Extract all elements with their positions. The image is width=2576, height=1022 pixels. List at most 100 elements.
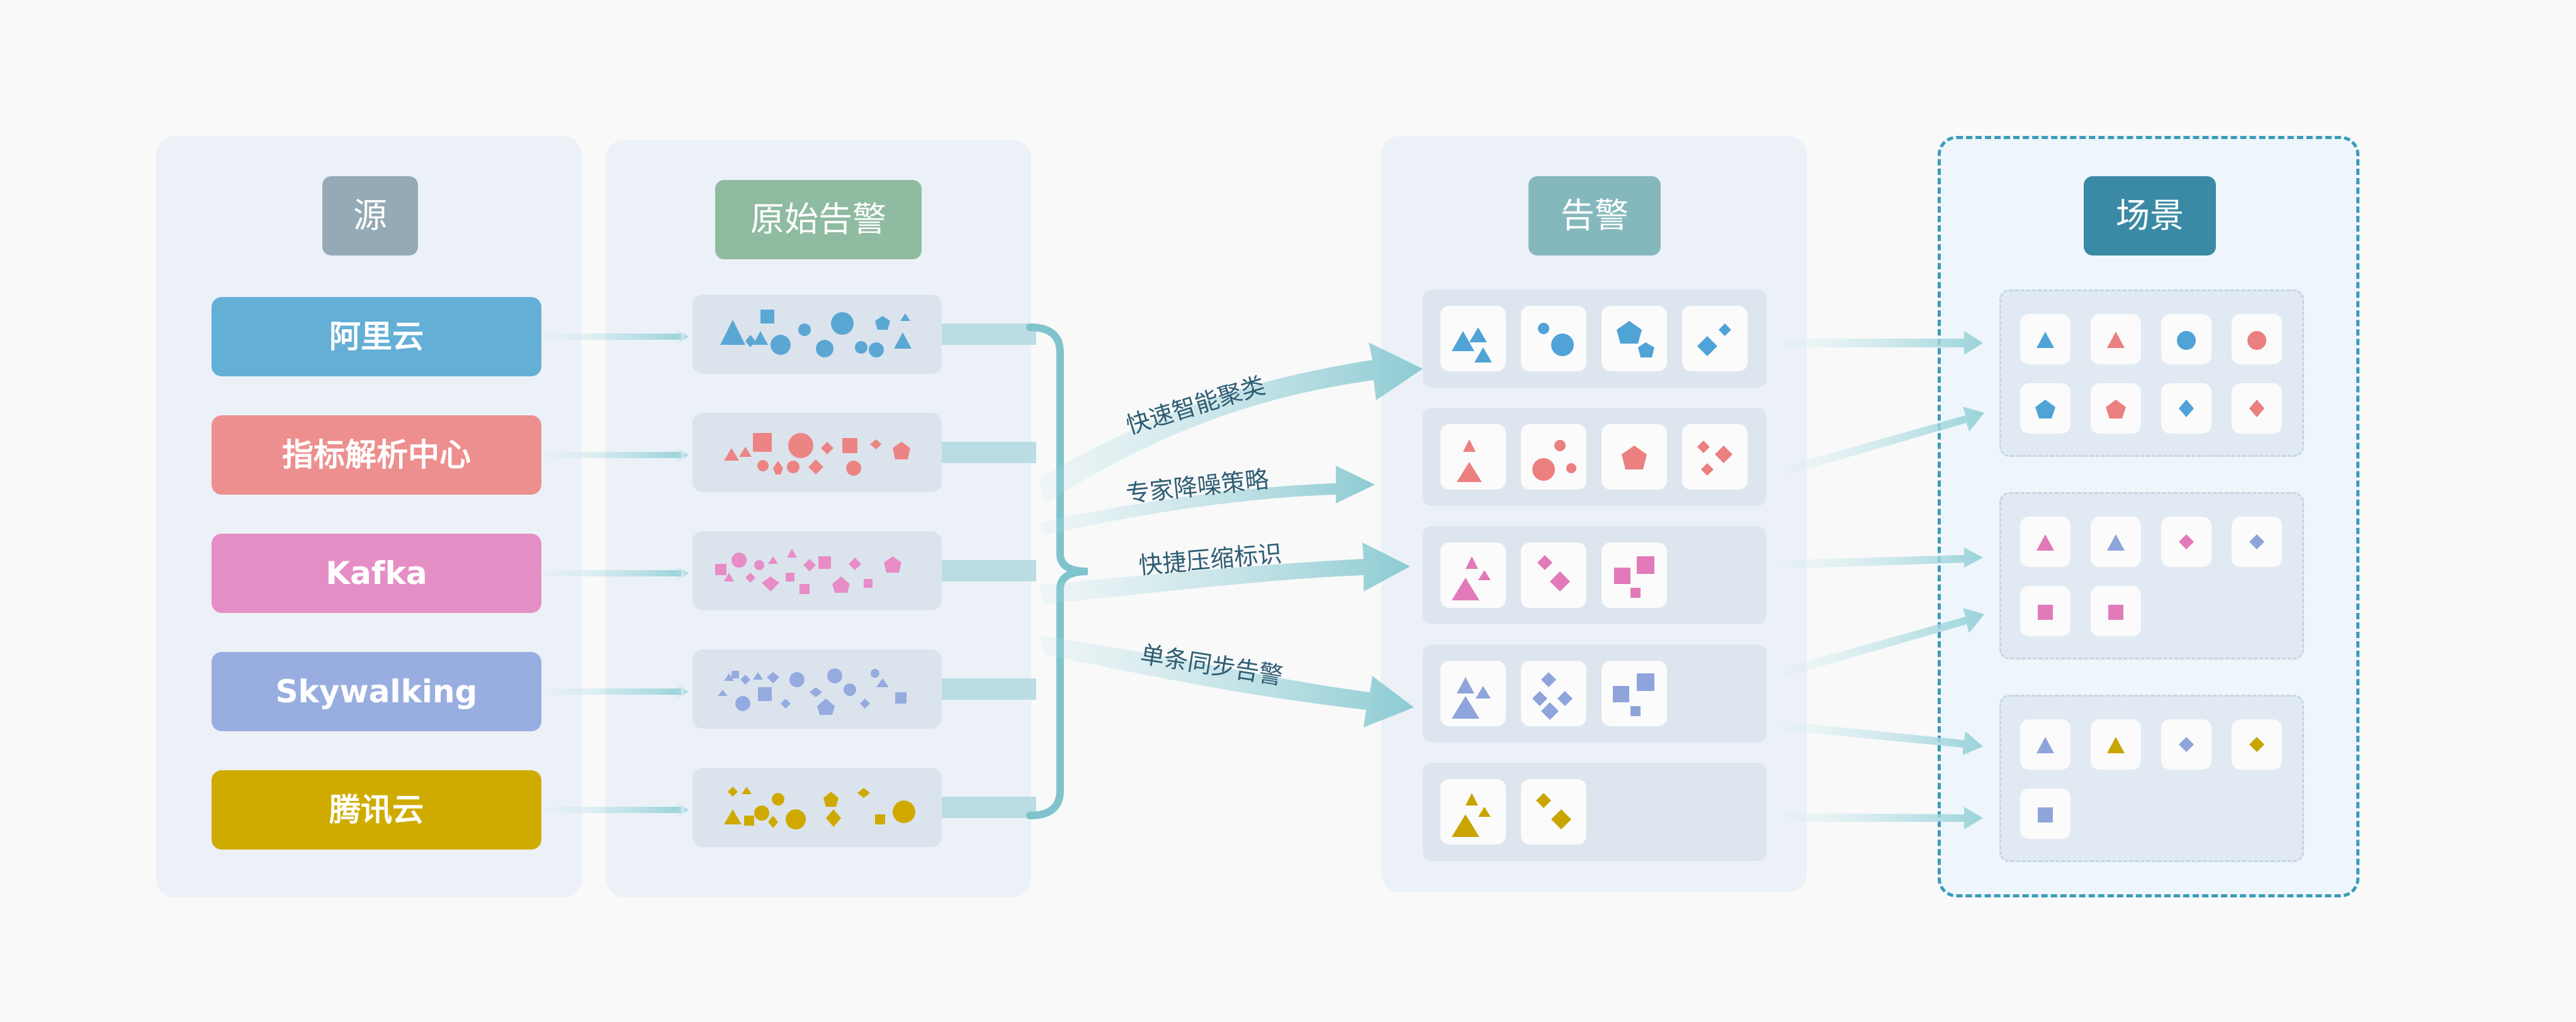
- pentagon-icon: [1622, 446, 1647, 469]
- raw-shapes-skywalking: [718, 668, 907, 715]
- scene-tile: [2091, 586, 2141, 636]
- scene-tile: [2020, 789, 2070, 839]
- alert-row-5: [1423, 763, 1766, 861]
- alert-tile: [1440, 306, 1506, 371]
- scene-tile: [2161, 719, 2212, 770]
- scene-tile: [2232, 517, 2282, 567]
- alert-tile: [1440, 661, 1506, 726]
- alert-row-4: [1423, 644, 1766, 743]
- triangle-icon: [2107, 534, 2125, 551]
- circle-icon: [2247, 331, 2266, 350]
- raw-alerts-skywalking: [692, 649, 942, 729]
- diamond-icon: [1697, 323, 1731, 356]
- square-icon: [2108, 605, 2123, 620]
- pentagon-icon: [2035, 400, 2055, 418]
- square-icon: [2038, 807, 2053, 823]
- raw-alerts-header: 原始告警: [715, 180, 922, 259]
- scene-tile: [2091, 314, 2141, 364]
- scene-group-2: [1999, 492, 2304, 660]
- strategy-label-1: 快速智能聚类: [1123, 371, 1268, 440]
- circle-icon: [1538, 323, 1574, 356]
- alert-tile: [1521, 661, 1586, 726]
- scene-tile: [2091, 517, 2141, 567]
- pentagon-icon: [1617, 321, 1654, 357]
- raw-shapes-tencent: [724, 787, 915, 829]
- alert-tile: [1521, 542, 1586, 608]
- scene-tile: [2020, 314, 2070, 364]
- triangle-icon: [2107, 332, 2125, 348]
- square-icon: [1614, 556, 1654, 598]
- source-header: 源: [322, 176, 418, 256]
- square-icon: [1613, 673, 1654, 716]
- alert-tile: [1521, 424, 1586, 490]
- diamond-icon: [2179, 534, 2194, 549]
- alert-tile: [1602, 424, 1667, 490]
- scene-tile: [2161, 383, 2212, 434]
- triangle-icon: [1452, 677, 1491, 719]
- scene-tile: [2091, 719, 2141, 770]
- raw-shapes-kafka: [715, 549, 901, 594]
- diamond-icon: [1697, 441, 1732, 476]
- raw-alerts-tencent: [692, 768, 942, 847]
- alert-tile: [1440, 779, 1506, 845]
- alert-tile: [1602, 661, 1667, 726]
- strategy-arrows: [1039, 342, 1423, 727]
- diamond-icon: [2249, 737, 2264, 752]
- raw-shapes-metrics: [724, 433, 910, 476]
- scene-tile: [2232, 719, 2282, 770]
- scenes-header: 场景: [2084, 176, 2216, 256]
- alert-tile: [1682, 424, 1748, 490]
- triangle-icon: [2107, 737, 2125, 753]
- diamond-icon: [2179, 400, 2194, 417]
- alert-row-1: [1423, 289, 1766, 388]
- alert-tile: [1521, 779, 1586, 845]
- square-icon: [2038, 605, 2053, 620]
- alert-tile: [1682, 306, 1748, 371]
- scene-tile: [2232, 314, 2282, 364]
- triangle-icon: [2037, 332, 2054, 348]
- diamond-icon: [2179, 737, 2194, 752]
- scene-tile: [2020, 383, 2070, 434]
- circle-icon: [1532, 440, 1576, 481]
- triangle-icon: [2037, 737, 2054, 753]
- raw-alerts-aliyun: [692, 295, 942, 374]
- triangle-icon: [1457, 439, 1482, 482]
- diamond-icon: [1536, 793, 1571, 829]
- source-aliyun[interactable]: 阿里云: [212, 297, 541, 376]
- triangle-icon: [1452, 327, 1492, 362]
- diamond-icon: [1532, 672, 1573, 720]
- scene-tile: [2091, 383, 2141, 434]
- alert-row-3: [1423, 526, 1766, 624]
- scene-tile: [2020, 517, 2070, 567]
- source-kafka[interactable]: Kafka: [212, 534, 541, 613]
- triangle-icon: [2037, 534, 2054, 551]
- alert-row-2: [1423, 408, 1766, 506]
- strategy-label-3: 快捷压缩标识: [1138, 539, 1283, 580]
- triangle-icon: [1452, 556, 1491, 600]
- alert-tile: [1440, 424, 1506, 490]
- scene-group-3: [1999, 695, 2304, 862]
- raw-alerts-metrics: [692, 413, 942, 492]
- circle-icon: [2177, 331, 2196, 350]
- strategy-label-2: 专家降噪策略: [1124, 465, 1270, 508]
- diamond-icon: [2249, 400, 2264, 417]
- scene-tile: [2232, 383, 2282, 434]
- raw-shapes-aliyun: [720, 310, 912, 357]
- scene-tile: [2020, 586, 2070, 636]
- scene-tile: [2161, 517, 2212, 567]
- merge-bracket: [1026, 323, 1088, 819]
- pentagon-icon: [2106, 400, 2126, 418]
- strategy-labels: 快速智能聚类 专家降噪策略 快捷压缩标识 单条同步告警: [1123, 371, 1285, 690]
- diamond-icon: [2249, 534, 2264, 549]
- alert-tile: [1440, 542, 1506, 608]
- strategy-label-4: 单条同步告警: [1139, 640, 1285, 690]
- triangle-icon: [1452, 793, 1491, 837]
- alert-tile: [1602, 306, 1667, 371]
- source-skywalking[interactable]: Skywalking: [212, 652, 541, 731]
- alerts-header: 告警: [1528, 176, 1661, 256]
- source-tencent-cloud[interactable]: 腾讯云: [212, 770, 541, 850]
- scene-group-1: [1999, 289, 2304, 457]
- source-metrics-center[interactable]: 指标解析中心: [212, 415, 541, 495]
- scene-tile: [2161, 314, 2212, 364]
- raw-alerts-kafka: [692, 531, 942, 610]
